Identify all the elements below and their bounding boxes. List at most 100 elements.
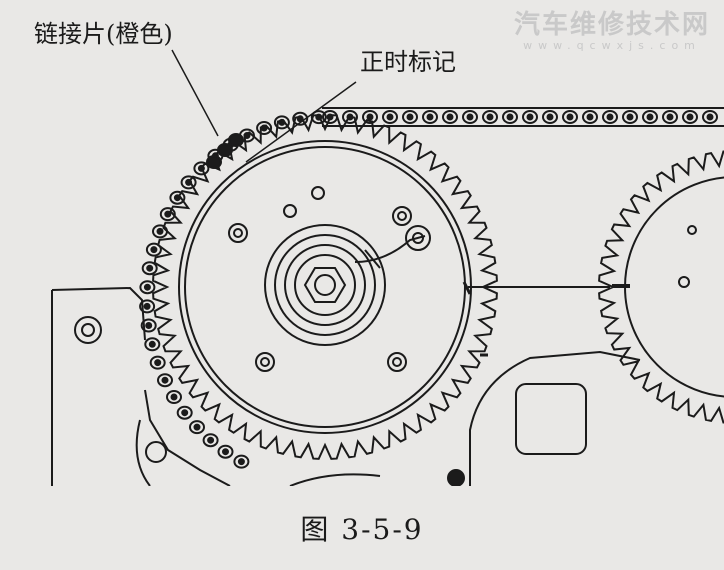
chain-pin xyxy=(666,113,674,121)
chain-pin xyxy=(346,113,354,121)
chain-link xyxy=(141,261,158,276)
chain-link xyxy=(152,224,168,239)
colored-chain-link xyxy=(217,143,233,157)
sprocket-bolt-2 xyxy=(255,352,275,372)
chain-link xyxy=(602,110,618,124)
block-hole xyxy=(145,441,167,463)
chain-pin xyxy=(207,436,215,444)
housing-dot xyxy=(447,469,465,486)
chain-link xyxy=(256,121,273,135)
chain-pin xyxy=(466,113,474,121)
chain-pin xyxy=(146,264,154,272)
chain-pin xyxy=(148,340,156,348)
chain-pin xyxy=(566,113,574,121)
chain-pin xyxy=(237,458,245,466)
chain-link xyxy=(193,161,210,176)
watermark-url: www.qcwxjs.com xyxy=(523,39,701,52)
chain-link xyxy=(382,110,398,124)
lower-housing xyxy=(289,350,641,486)
chain-link xyxy=(157,373,173,388)
sprocket-small-hole-2 xyxy=(283,204,297,218)
chain-link xyxy=(292,111,309,126)
block-bolt-hole-inner xyxy=(81,323,95,337)
chain-pin xyxy=(278,118,286,126)
chain-link xyxy=(159,207,176,222)
chain-link xyxy=(422,110,438,124)
chain-pin xyxy=(150,246,158,254)
chain-link-label: 链接片(橙色) xyxy=(34,20,173,48)
chain-pin xyxy=(156,227,164,235)
chain-pin xyxy=(606,113,614,121)
chain-link xyxy=(180,175,197,190)
chain-link xyxy=(166,390,182,404)
chain-link xyxy=(342,110,358,124)
chain-link xyxy=(482,110,498,124)
housing-square-hole xyxy=(515,383,587,455)
chain-link xyxy=(362,110,378,124)
engine-block-outline xyxy=(51,286,231,486)
chain-pin xyxy=(161,376,169,384)
chain-pin xyxy=(143,302,151,310)
chain-pin xyxy=(686,113,694,121)
chain-link xyxy=(145,242,162,257)
locking-spring xyxy=(354,235,426,263)
chain-pin xyxy=(173,194,181,202)
chain-pin xyxy=(181,409,189,417)
block-bolt-hole xyxy=(74,316,102,344)
sprocket-bolt-4 xyxy=(392,206,412,226)
hub-center-bolt xyxy=(303,267,347,303)
chain-link xyxy=(682,110,698,124)
chain-link xyxy=(622,110,638,124)
chain-link xyxy=(139,299,156,314)
chain-pin xyxy=(260,124,268,132)
chain-pin xyxy=(143,283,151,291)
chain-pin xyxy=(506,113,514,121)
timing-mark-label: 正时标记 xyxy=(360,48,456,76)
chain-link xyxy=(144,337,161,352)
chain-link xyxy=(202,433,219,448)
chain-pin xyxy=(486,113,494,121)
chain-link xyxy=(149,355,166,370)
chain-link xyxy=(542,110,558,124)
colored-chain-link xyxy=(228,133,244,147)
chain-link xyxy=(402,110,418,124)
chain-link xyxy=(582,110,598,124)
timing-chain xyxy=(139,107,724,469)
sprocket-bolt-1 xyxy=(228,223,248,243)
chain-link xyxy=(702,110,718,124)
chain-link xyxy=(217,444,234,459)
chain-link xyxy=(189,420,205,435)
chain-link xyxy=(169,190,186,205)
chain-link xyxy=(139,280,156,295)
chain-pin xyxy=(185,178,193,186)
chain-pin xyxy=(426,113,434,121)
chain-pin xyxy=(164,210,172,218)
chain-link xyxy=(322,110,338,124)
chain-link xyxy=(176,405,193,420)
figure-caption: 图 3-5-9 xyxy=(300,513,424,546)
sprocket-bolt-3 xyxy=(387,352,407,372)
left-sprocket-teeth xyxy=(152,114,498,460)
chain-pin xyxy=(315,113,323,121)
chain-pin xyxy=(193,423,201,431)
chain-link-leader xyxy=(171,49,219,137)
chain-link xyxy=(310,110,327,125)
chain-pin xyxy=(546,113,554,121)
chain-link xyxy=(522,110,538,124)
chain-link xyxy=(462,110,478,124)
chain-pin xyxy=(446,113,454,121)
sprocket-small-hole-1 xyxy=(311,186,325,200)
sprocket-hub xyxy=(228,186,431,372)
chain-link xyxy=(662,110,678,124)
left-sprocket-rim xyxy=(178,140,472,434)
chain-pin xyxy=(406,113,414,121)
chain-link xyxy=(642,110,658,124)
chain-link xyxy=(233,454,250,469)
chain-pin xyxy=(296,115,304,123)
chain-link xyxy=(442,110,458,124)
colored-chain-link xyxy=(206,155,222,169)
chain-link xyxy=(502,110,518,124)
chain-pin xyxy=(526,113,534,121)
chain-pin xyxy=(170,393,178,401)
